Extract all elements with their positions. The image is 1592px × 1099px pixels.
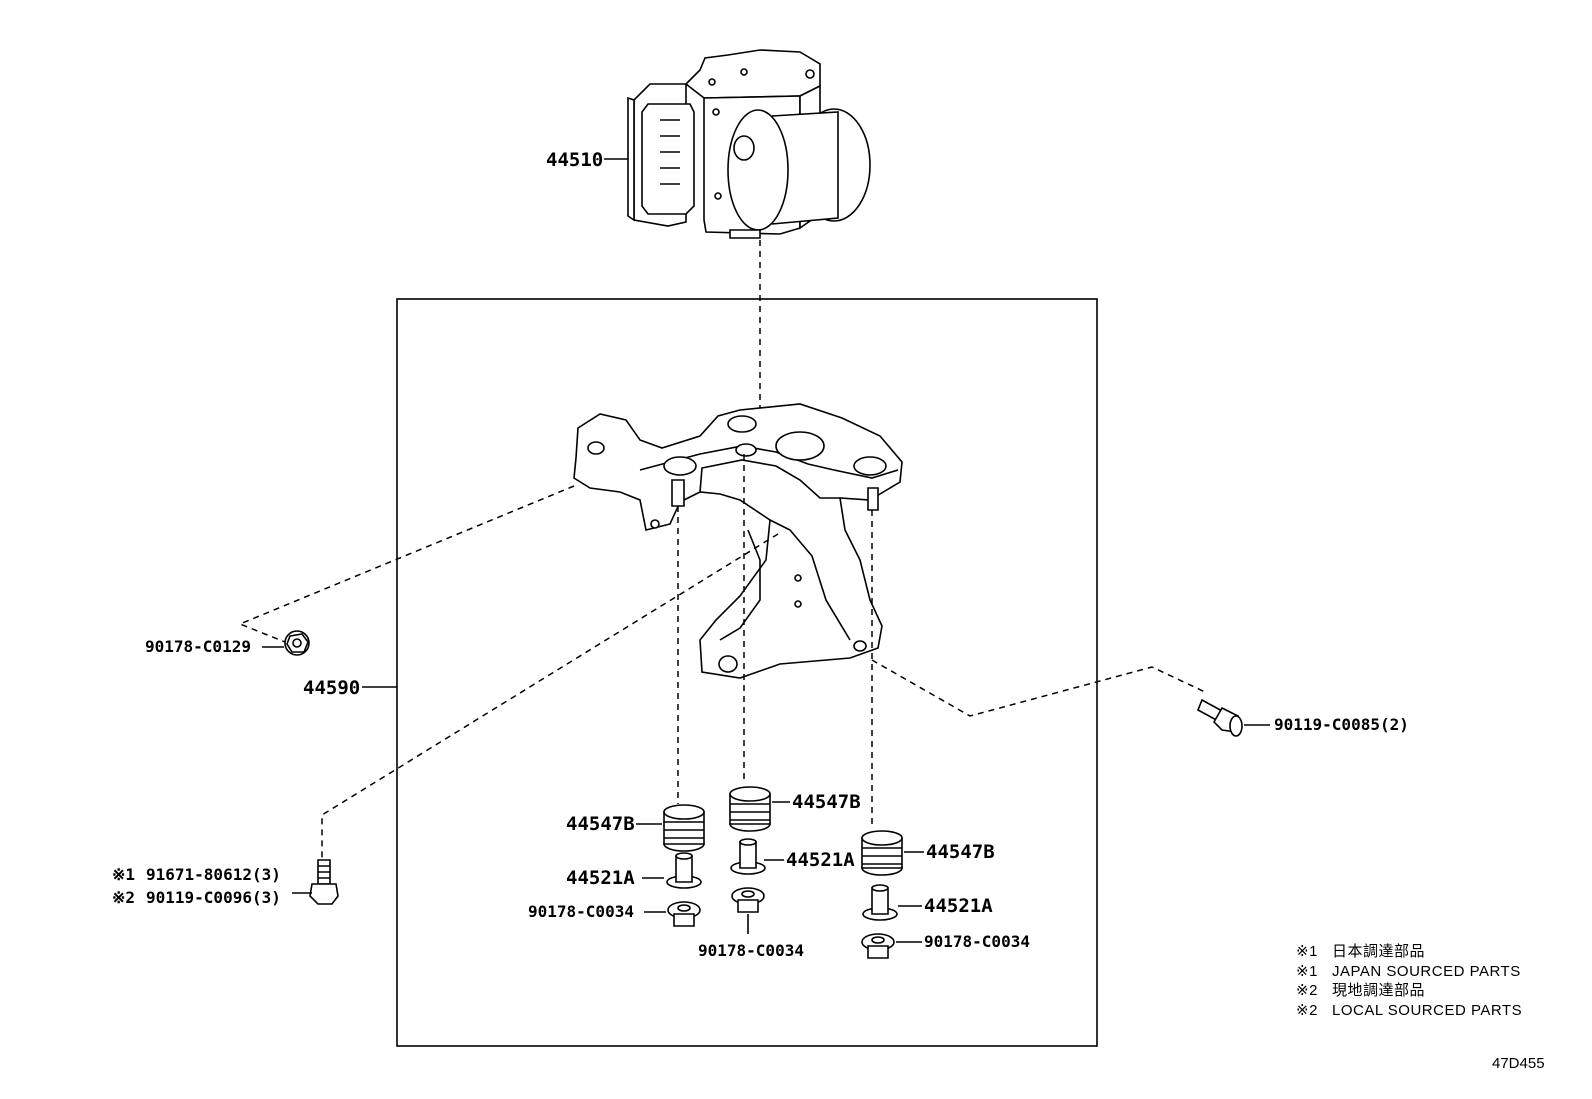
label-bolt-left-2-mark: ※2 bbox=[112, 888, 135, 907]
label-bolt-left-1: 91671-80612(3) bbox=[146, 865, 281, 884]
label-90178-C0129: 90178-C0129 bbox=[145, 637, 251, 656]
legend-mark: ※1 bbox=[1296, 962, 1318, 980]
cushion-right-icon[interactable] bbox=[861, 830, 903, 876]
diagram-code: 47D455 bbox=[1492, 1055, 1545, 1072]
label-nut-left: 90178-C0034 bbox=[528, 902, 634, 921]
legend-text: 日本調達部品 bbox=[1332, 943, 1426, 960]
legend-row: ※2 現地調達部品 bbox=[1296, 981, 1522, 1001]
label-cushion-mid: 44547B bbox=[792, 791, 861, 813]
flange-bolt-right-icon[interactable] bbox=[1196, 698, 1243, 737]
nut-mid-icon[interactable] bbox=[731, 887, 765, 913]
label-cushion-right: 44547B bbox=[926, 841, 995, 863]
legend-row: ※2 LOCAL SOURCED PARTS bbox=[1296, 1001, 1522, 1021]
dash-bolt-left bbox=[321, 533, 779, 858]
legend-mark: ※1 bbox=[1296, 943, 1318, 960]
label-44510: 44510 bbox=[546, 149, 603, 171]
collar-left-icon[interactable] bbox=[666, 852, 702, 889]
cushion-left-icon[interactable] bbox=[663, 804, 705, 852]
dash-bolt-right bbox=[871, 659, 1206, 717]
label-nut-right: 90178-C0034 bbox=[924, 932, 1030, 951]
collar-right-icon[interactable] bbox=[862, 884, 898, 921]
label-collar-mid: 44521A bbox=[786, 849, 855, 871]
label-bolt-left-2: 90119-C0096(3) bbox=[146, 888, 281, 907]
label-90119-C0085: 90119-C0085(2) bbox=[1274, 715, 1409, 734]
collar-mid-icon[interactable] bbox=[730, 838, 766, 875]
legend-row: ※1 JAPAN SOURCED PARTS bbox=[1296, 962, 1522, 982]
legend-row: ※1 日本調達部品 bbox=[1296, 942, 1522, 962]
nut-left-icon[interactable] bbox=[667, 901, 701, 927]
flange-bolt-left-icon[interactable] bbox=[309, 859, 339, 905]
flange-nut-icon[interactable] bbox=[284, 630, 310, 656]
label-cushion-left: 44547B bbox=[566, 813, 635, 835]
legend-text: 現地調達部品 bbox=[1332, 982, 1426, 999]
label-collar-right: 44521A bbox=[924, 895, 993, 917]
legend-mark: ※2 bbox=[1296, 982, 1318, 999]
label-bolt-left-1-mark: ※1 bbox=[112, 865, 135, 884]
label-44590: 44590 bbox=[303, 677, 360, 699]
nut-right-icon[interactable] bbox=[861, 933, 895, 959]
legend-text: LOCAL SOURCED PARTS bbox=[1332, 1001, 1523, 1019]
label-nut-mid: 90178-C0034 bbox=[698, 941, 804, 960]
cushion-mid-icon[interactable] bbox=[729, 786, 771, 832]
abs-bracket-drawing[interactable] bbox=[573, 403, 903, 679]
abs-actuator-drawing[interactable] bbox=[627, 49, 871, 239]
dash-nut bbox=[238, 485, 575, 645]
legend-mark: ※2 bbox=[1296, 1001, 1318, 1019]
assembly-frame bbox=[396, 298, 1098, 1047]
legend-text: JAPAN SOURCED PARTS bbox=[1332, 962, 1521, 980]
label-collar-left: 44521A bbox=[566, 867, 635, 889]
